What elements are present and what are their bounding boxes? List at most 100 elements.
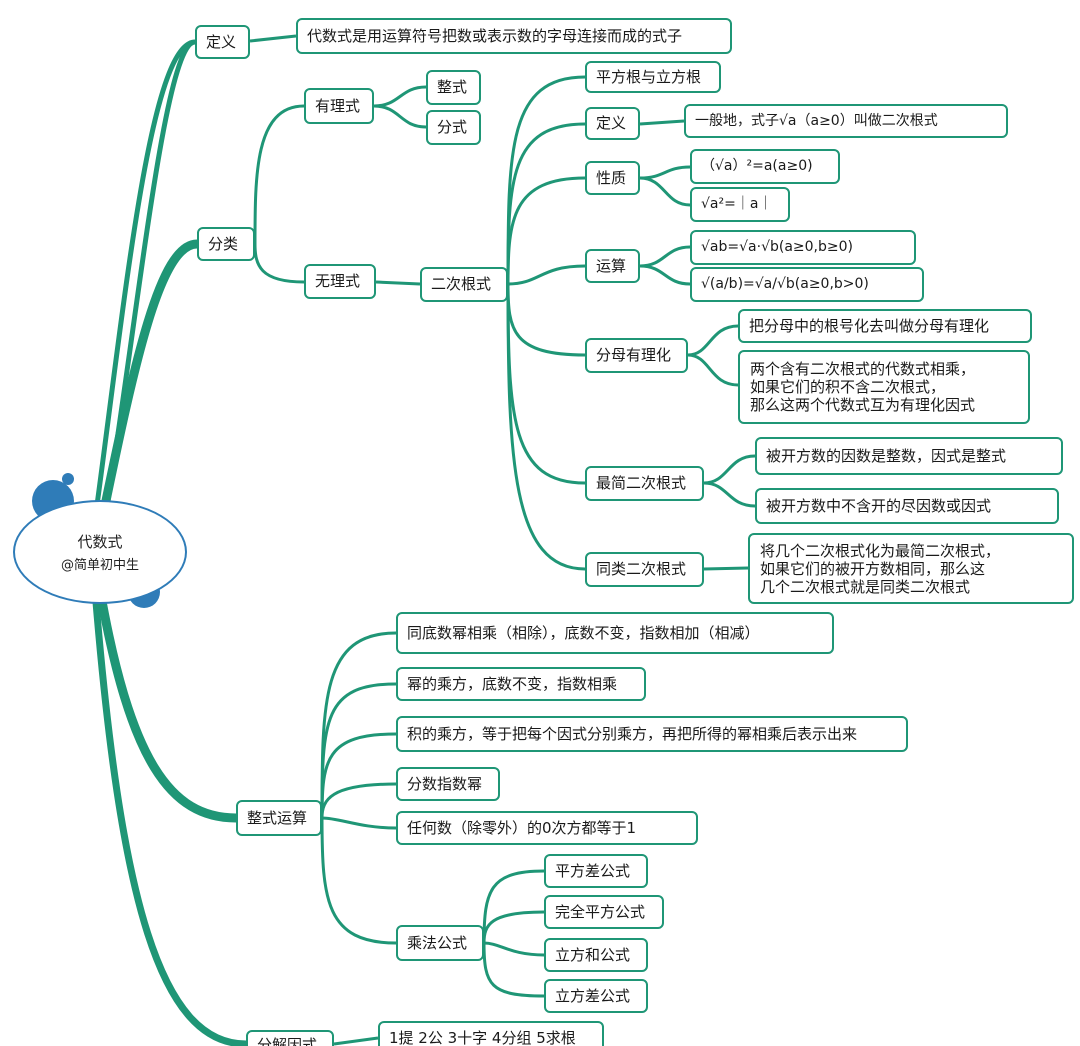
node-line: 如果它们的积不含二次根式， — [750, 378, 946, 396]
node-radical-def[interactable]: 定义 — [585, 107, 640, 140]
link-raddef-text — [639, 119, 685, 126]
node-label: 二次根式 — [431, 275, 492, 293]
node-radical-def-text[interactable]: 一般地，式子√a（a≥0）叫做二次根式 — [684, 104, 1008, 138]
trunk-to-factor — [91, 589, 247, 1046]
node-label: 定义 — [206, 32, 237, 51]
link-factor-text — [333, 1036, 379, 1046]
node-label: 积的乘方，等于把每个因式分别乘方，再把所得的幂相乘后表示出来 — [407, 724, 858, 743]
node-label: 被开方数的因数是整数，因式是整式 — [766, 446, 1007, 465]
node-label: 代数式是用运算符号把数或表示数的字母连接而成的式子 — [307, 26, 683, 45]
node-power-1[interactable]: 同底数幂相乘（相除），底数不变，指数相加（相减） — [396, 612, 834, 654]
node-label: 分母有理化 — [596, 346, 672, 364]
link-mult-1 — [482, 869, 545, 944]
node-multiplication[interactable]: 乘法公式 — [396, 925, 484, 961]
link-cls-rational — [253, 104, 305, 245]
node-simplest[interactable]: 最简二次根式 — [585, 466, 704, 501]
node-line: 将几个二次根式化为最简二次根式， — [760, 541, 1001, 560]
node-power-5[interactable]: 任何数（除零外）的0次方都等于1 — [396, 811, 698, 845]
node-label: √(a/b)=√a/√b(a≥0,b>0) — [701, 276, 869, 292]
node-factorization[interactable]: 分解因式 — [246, 1030, 334, 1046]
node-mult-3[interactable]: 立方和公式 — [544, 938, 648, 972]
node-def-text[interactable]: 代数式是用运算符号把数或表示数的字母连接而成的式子 — [296, 18, 732, 54]
link-simplest-2 — [703, 481, 756, 508]
node-factorization-text[interactable]: 1提 2公 3十字 4分组 5求根 — [378, 1021, 604, 1046]
link-mult-3 — [483, 941, 545, 957]
node-label: 1提 2公 3十字 4分组 5求根 — [389, 1029, 576, 1046]
node-radical[interactable]: 二次根式 — [420, 267, 508, 302]
node-rational[interactable]: 有理式 — [304, 88, 374, 124]
node-rationalize[interactable]: 分母有理化 — [585, 338, 688, 373]
node-label: 有理式 — [315, 96, 361, 115]
node-property-2[interactable]: √a²=｜a｜ — [690, 187, 790, 222]
trunk-to-ops — [95, 589, 237, 823]
node-sqrt-cube[interactable]: 平方根与立方根 — [585, 61, 721, 93]
node-label: 分数指数幂 — [407, 774, 483, 793]
node-power-3[interactable]: 积的乘方，等于把每个因式分别乘方，再把所得的幂相乘后表示出来 — [396, 716, 908, 752]
node-line: 那么这两个代数式互为有理化因式 — [750, 396, 976, 414]
node-fractional[interactable]: 分式 — [426, 110, 481, 145]
link-rational-integral — [373, 85, 427, 108]
node-label: 分类 — [208, 234, 239, 253]
link-ops-pow3 — [320, 732, 397, 819]
node-label: 同类二次根式 — [596, 560, 687, 578]
link-ration-1 — [687, 324, 739, 357]
node-integral-operations[interactable]: 整式运算 — [236, 800, 322, 836]
root-subtitle: @简单初中生 — [60, 558, 139, 573]
link-ops-mult — [320, 817, 397, 945]
node-similar-text[interactable]: 将几个二次根式化为最简二次根式， 如果它们的被开方数相同，那么这 几个二次根式就… — [748, 533, 1074, 604]
node-power-4[interactable]: 分数指数幂 — [396, 767, 500, 801]
node-label: 任何数（除零外）的0次方都等于1 — [407, 818, 637, 837]
node-label: 一般地，式子√a（a≥0）叫做二次根式 — [695, 112, 938, 129]
node-label: 立方差公式 — [555, 986, 631, 1005]
node-label: 幂的乘方，底数不变，指数相乘 — [407, 674, 618, 693]
link-simplest-1 — [703, 454, 756, 485]
node-property-1[interactable]: （√a）²=a(a≥0) — [690, 149, 840, 184]
link-def-text — [249, 34, 297, 43]
node-property[interactable]: 性质 — [585, 161, 640, 195]
node-label: 乘法公式 — [407, 933, 468, 952]
node-mult-4[interactable]: 立方差公式 — [544, 979, 648, 1013]
node-operations[interactable]: 运算 — [585, 249, 640, 283]
link-radical-simplest — [506, 283, 586, 485]
link-similar-text — [703, 566, 749, 571]
node-similar[interactable]: 同类二次根式 — [585, 552, 704, 587]
link-ops-pow1 — [320, 631, 397, 819]
node-simplest-1[interactable]: 被开方数的因数是整数，因式是整式 — [755, 437, 1063, 475]
node-label: 运算 — [596, 256, 627, 275]
node-rationalize-2[interactable]: 两个含有二次根式的代数式相乘， 如果它们的积不含二次根式， 那么这两个代数式互为… — [738, 350, 1030, 424]
link-ops-1 — [639, 245, 691, 268]
link-prop-1 — [639, 165, 691, 180]
node-classification[interactable]: 分类 — [197, 227, 255, 261]
link-rational-fractional — [373, 104, 427, 129]
node-rationalize-1[interactable]: 把分母中的根号化去叫做分母有理化 — [738, 309, 1032, 343]
root-node[interactable]: 代数式 @简单初中生 — [13, 500, 187, 604]
node-integral[interactable]: 整式 — [426, 70, 481, 105]
node-label: √a²=｜a｜ — [701, 196, 773, 212]
node-irrational[interactable]: 无理式 — [304, 264, 376, 299]
link-ops-pow5 — [321, 816, 397, 830]
link-radical-ops — [507, 264, 586, 286]
node-operations-1[interactable]: √ab=√a·√b(a≥0,b≥0) — [690, 230, 916, 265]
bubble-decoration — [62, 473, 74, 485]
link-ration-2 — [687, 353, 739, 387]
node-label: 被开方数中不含开的尽因数或因式 — [766, 496, 992, 515]
trunk-to-def — [92, 39, 196, 521]
node-simplest-2[interactable]: 被开方数中不含开的尽因数或因式 — [755, 488, 1059, 524]
node-def[interactable]: 定义 — [195, 25, 250, 59]
link-ops-pow2 — [320, 682, 397, 819]
link-prop-2 — [639, 176, 691, 207]
link-ops-2 — [639, 264, 691, 286]
node-label: 最简二次根式 — [596, 474, 687, 492]
node-line: 如果它们的被开方数相同，那么这 — [760, 559, 986, 578]
node-mult-1[interactable]: 平方差公式 — [544, 854, 648, 888]
node-label: 无理式 — [315, 272, 361, 290]
node-mult-2[interactable]: 完全平方公式 — [544, 895, 664, 929]
node-label: 同底数幂相乘（相除），底数不变，指数相加（相减） — [407, 623, 760, 642]
link-radical-ration — [506, 283, 586, 357]
node-power-2[interactable]: 幂的乘方，底数不变，指数相乘 — [396, 667, 646, 701]
node-line: 两个含有二次根式的代数式相乘， — [750, 360, 976, 378]
node-operations-2[interactable]: √(a/b)=√a/√b(a≥0,b>0) — [690, 267, 924, 302]
node-label: 性质 — [596, 168, 627, 187]
node-label: 分式 — [437, 118, 468, 136]
